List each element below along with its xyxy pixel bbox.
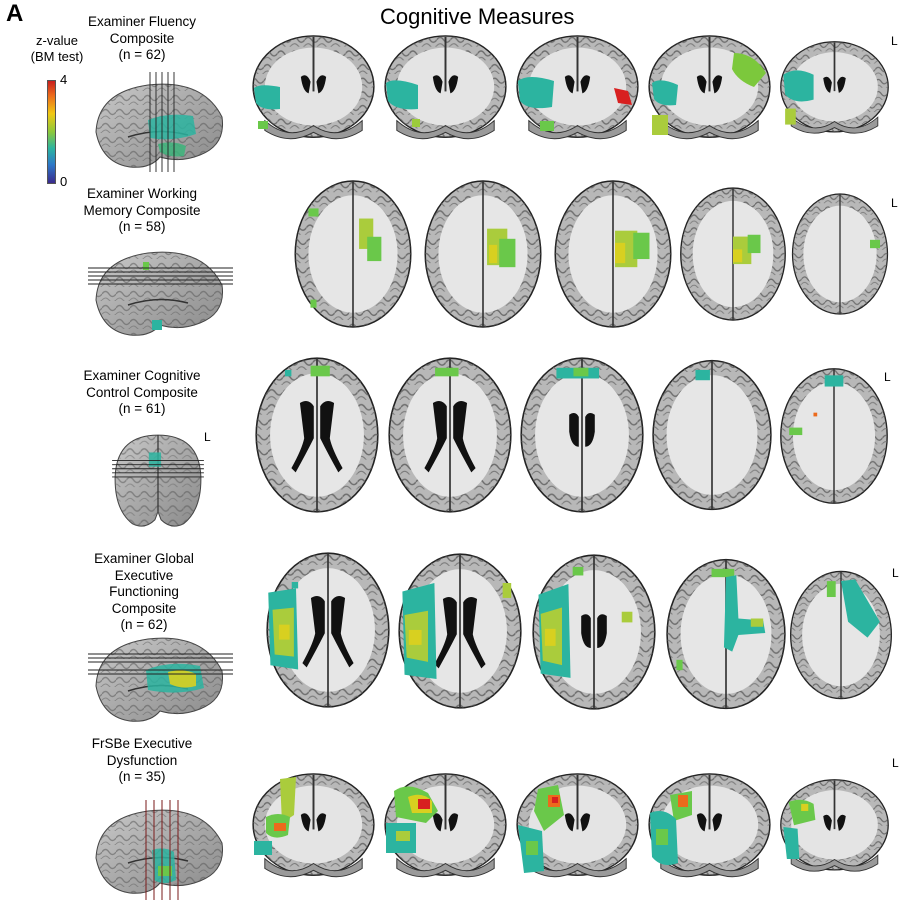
axial-slice — [255, 357, 379, 513]
row-label-line: Executive Functioning — [109, 567, 179, 600]
coronal-slice — [252, 772, 375, 878]
colorbar-min-label: 0 — [60, 174, 68, 189]
lateral-brain-thumbnail — [88, 637, 233, 723]
colorbar-title-line1: z-value — [36, 33, 78, 48]
axial-slice — [666, 558, 786, 710]
row-label-line: Examiner Fluency — [87, 14, 197, 29]
coronal-slice — [384, 772, 507, 878]
coronal-slice — [252, 34, 375, 140]
coronal-slice — [516, 34, 639, 140]
axial-slice — [520, 357, 644, 513]
row-label-line: Control Composite — [86, 384, 198, 400]
row-sample-size: (n = 35) — [118, 769, 166, 784]
coronal-slice — [779, 40, 890, 135]
coronal-slice — [516, 772, 639, 878]
colorbar-title-line2: (BM test) — [30, 49, 84, 64]
row-label-line: Memory Composite — [83, 202, 201, 218]
row-sample-size: (n = 61) — [118, 401, 166, 416]
coronal-slice — [779, 778, 890, 873]
axial-slice — [266, 552, 390, 708]
row-label-fluency: Examiner Fluency Composite (n = 62) — [82, 14, 202, 64]
lateral-brain-thumbnail — [88, 251, 233, 337]
row-sample-size: (n = 58) — [118, 219, 166, 234]
axial-slice — [780, 368, 888, 504]
axial-slice — [424, 180, 542, 328]
axial-slice — [791, 193, 889, 315]
frontal-brain-thumbnail — [112, 434, 204, 527]
lateral-brain-thumbnail — [95, 72, 224, 172]
coronal-slice — [648, 772, 771, 878]
row-label-frsbe: FrSBe Executive Dysfunction (n = 35) — [82, 736, 202, 786]
left-hemisphere-marker: L — [891, 34, 898, 48]
row-label-line: Examiner Working — [86, 186, 198, 201]
axial-slice — [294, 180, 412, 328]
left-hemisphere-marker: L — [884, 370, 891, 384]
row-sample-size: (n = 62) — [120, 617, 168, 632]
row-sample-size: (n = 62) — [118, 47, 166, 62]
figure-title: Cognitive Measures — [380, 4, 575, 29]
axial-slice — [554, 180, 672, 328]
row-label-line: Examiner Cognitive — [83, 368, 201, 383]
axial-slice — [532, 554, 656, 710]
row-label-line: Dysfunction — [106, 752, 178, 768]
panel-letter: A — [6, 0, 24, 27]
colorbar-title: z-value (BM test) — [22, 33, 92, 65]
colorbar-max-label: 4 — [60, 72, 68, 87]
left-hemisphere-marker: L — [891, 196, 898, 210]
axial-slice — [652, 359, 772, 511]
colorbar — [47, 80, 56, 184]
left-hemisphere-marker: L — [204, 430, 211, 444]
left-hemisphere-marker: L — [892, 566, 899, 580]
axial-slice — [388, 357, 512, 513]
row-label-line: Composite — [111, 600, 177, 616]
axial-slice — [680, 187, 786, 321]
row-label-working-memory: Examiner Working Memory Composite (n = 5… — [82, 186, 202, 236]
row-label-line: Examiner Global — [94, 551, 194, 566]
row-label-line: FrSBe Executive — [91, 736, 193, 751]
row-label-line: Composite — [109, 30, 175, 46]
lateral-brain-thumbnail — [95, 800, 224, 900]
coronal-slice — [648, 34, 771, 140]
coronal-slice — [384, 34, 507, 140]
axial-slice — [789, 570, 893, 700]
left-hemisphere-marker: L — [892, 756, 899, 770]
row-label-cognitive-control: Examiner Cognitive Control Composite (n … — [82, 368, 202, 418]
axial-slice — [398, 553, 522, 709]
row-label-global-executive: Examiner Global Executive Functioning Co… — [78, 551, 210, 634]
